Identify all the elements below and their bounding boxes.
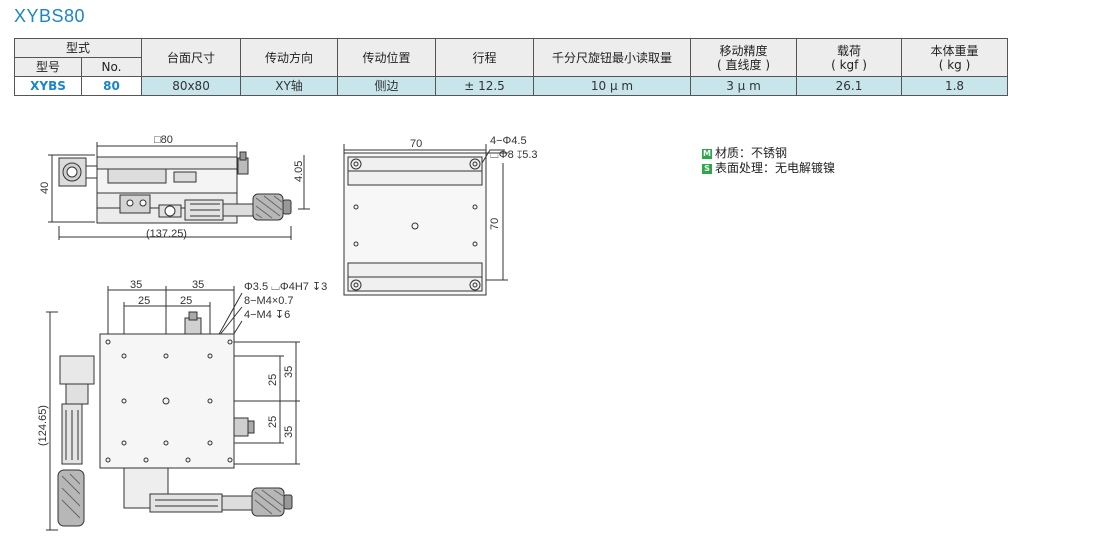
surface-note: S 表面处理：无电解镀镍 bbox=[702, 161, 835, 176]
top-dim-35-left: 35 bbox=[130, 279, 142, 291]
cell-micrometer-reading: 10 μ m bbox=[533, 76, 692, 96]
spec-table: 型式 台面尺寸 传动方向 传动位置 行程 千分尺旋钮最小读取量 移动精度 ( 直… bbox=[13, 38, 1009, 96]
header-straightness: 移动精度 ( 直线度 ) bbox=[690, 38, 798, 77]
top-right-25-top: 25 bbox=[267, 374, 279, 386]
header-no: No. bbox=[80, 57, 143, 77]
table-row: XYBS 80 80x80 XY轴 侧边 ± 12.5 10 μ m 3 μ m… bbox=[14, 76, 1009, 96]
header-drive-direction: 传动方向 bbox=[240, 38, 339, 77]
side-bottom-dimension: (137.25) bbox=[146, 228, 187, 240]
top-view-drawing: 35 35 25 25 Φ3.5 ⌴Φ4H7 ↧3 8−M4×0.7 4−M4 … bbox=[37, 279, 327, 531]
cell-stroke: ± 12.5 bbox=[435, 76, 535, 96]
header-weight: 本体重量 ( kg ) bbox=[901, 38, 1009, 77]
top-dim-25-left: 25 bbox=[138, 295, 150, 307]
top-right-35-bottom: 35 bbox=[283, 426, 295, 438]
cell-weight: 1.8 bbox=[901, 76, 1009, 96]
top-dim-25-right: 25 bbox=[180, 295, 192, 307]
table-header-row-2: 型号 No. bbox=[14, 57, 1008, 77]
top-note-2: 8−M4×0.7 bbox=[244, 295, 294, 307]
cell-straightness: 3 μ m bbox=[690, 76, 798, 96]
material-note: M 材质：不锈钢 bbox=[702, 146, 835, 161]
surface-badge-icon: S bbox=[702, 163, 712, 174]
cell-drive-direction: XY轴 bbox=[240, 76, 339, 96]
cell-model: XYBS bbox=[14, 76, 82, 96]
table-header-row-1: 型式 台面尺寸 传动方向 传动位置 行程 千分尺旋钮最小读取量 移动精度 ( 直… bbox=[13, 38, 1009, 77]
side-left-dimension: 40 bbox=[39, 182, 51, 194]
end-view-drawing: 70 4−Φ4.5 ⌴Φ8 ↧5.3 70 bbox=[343, 135, 538, 296]
cell-load: 26.1 bbox=[796, 76, 903, 96]
page-title: XYBS80 bbox=[14, 6, 86, 26]
cell-table-size: 80x80 bbox=[141, 76, 242, 96]
side-top-dimension: □80 bbox=[154, 134, 173, 146]
side-view-drawing: □80 40 bbox=[39, 134, 310, 240]
header-drive-position: 传动位置 bbox=[337, 38, 437, 77]
top-note-1: Φ3.5 ⌴Φ4H7 ↧3 bbox=[244, 281, 327, 293]
material-badge-icon: M bbox=[702, 148, 712, 159]
side-right-dimension: 4.05 bbox=[293, 161, 305, 182]
header-micrometer-reading: 千分尺旋钮最小读取量 bbox=[533, 38, 692, 77]
header-model: 型号 bbox=[14, 57, 82, 77]
header-table-size: 台面尺寸 bbox=[141, 38, 242, 77]
end-hole-note-2: ⌴Φ8 ↧5.3 bbox=[490, 149, 538, 161]
material-text: 材质：不锈钢 bbox=[715, 146, 788, 160]
end-hole-note-1: 4−Φ4.5 bbox=[490, 135, 527, 147]
top-dim-35-right: 35 bbox=[192, 279, 204, 291]
top-right-25-bottom: 25 bbox=[267, 416, 279, 428]
top-right-35-top: 35 bbox=[283, 366, 295, 378]
header-model-group: 型式 bbox=[13, 38, 143, 58]
material-notes: M 材质：不锈钢 S 表面处理：无电解镀镍 bbox=[702, 146, 835, 176]
end-top-dimension: 70 bbox=[410, 138, 422, 150]
surface-text: 表面处理：无电解镀镍 bbox=[715, 161, 836, 175]
end-right-dimension: 70 bbox=[489, 218, 501, 230]
cell-no: 80 bbox=[80, 76, 143, 96]
cell-drive-position: 侧边 bbox=[337, 76, 437, 96]
top-note-3: 4−M4 ↧6 bbox=[244, 309, 290, 321]
top-left-dimension: (124.65) bbox=[37, 405, 49, 446]
